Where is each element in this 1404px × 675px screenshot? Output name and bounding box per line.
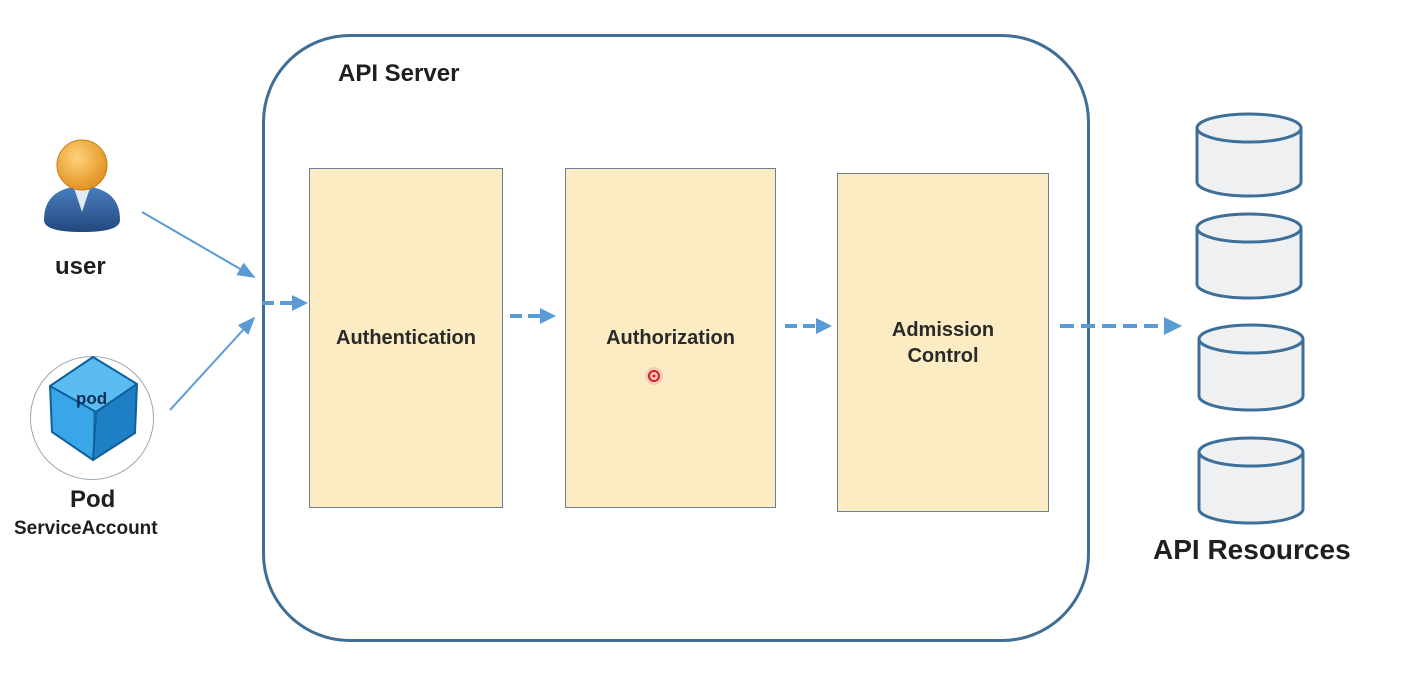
flow-arrow-to-resources	[1060, 317, 1182, 335]
user-icon	[44, 139, 120, 232]
pod-label: Pod	[70, 486, 116, 513]
cursor-dot	[645, 367, 663, 385]
flow-arrow-to-authorization	[510, 308, 556, 324]
admission-label-line1: Admission	[891, 318, 995, 341]
pod-cube-icon	[48, 355, 139, 462]
authentication-label: Authentication	[336, 327, 476, 349]
service-account-label: ServiceAccount	[14, 518, 158, 539]
admission-label-line2: Control	[907, 344, 979, 367]
database-icon	[1195, 212, 1303, 300]
authentication-box: Authentication	[309, 168, 503, 508]
admission-control-box: Admission Control	[837, 173, 1049, 512]
flow-arrow-to-authentication	[262, 295, 308, 311]
database-icon	[1197, 436, 1305, 525]
authorization-box: Authorization	[565, 168, 776, 508]
database-icon	[1195, 112, 1303, 198]
user-arrow	[141, 211, 256, 278]
user-label: user	[55, 253, 106, 280]
database-icon	[1197, 323, 1305, 412]
flow-arrow-to-admission	[785, 318, 832, 334]
pod-arrow	[169, 316, 256, 411]
api-resources-label: API Resources	[1153, 534, 1351, 565]
pod-badge-label: pod	[76, 389, 108, 408]
api-server-title: API Server	[338, 60, 460, 87]
authorization-label: Authorization	[606, 327, 735, 349]
